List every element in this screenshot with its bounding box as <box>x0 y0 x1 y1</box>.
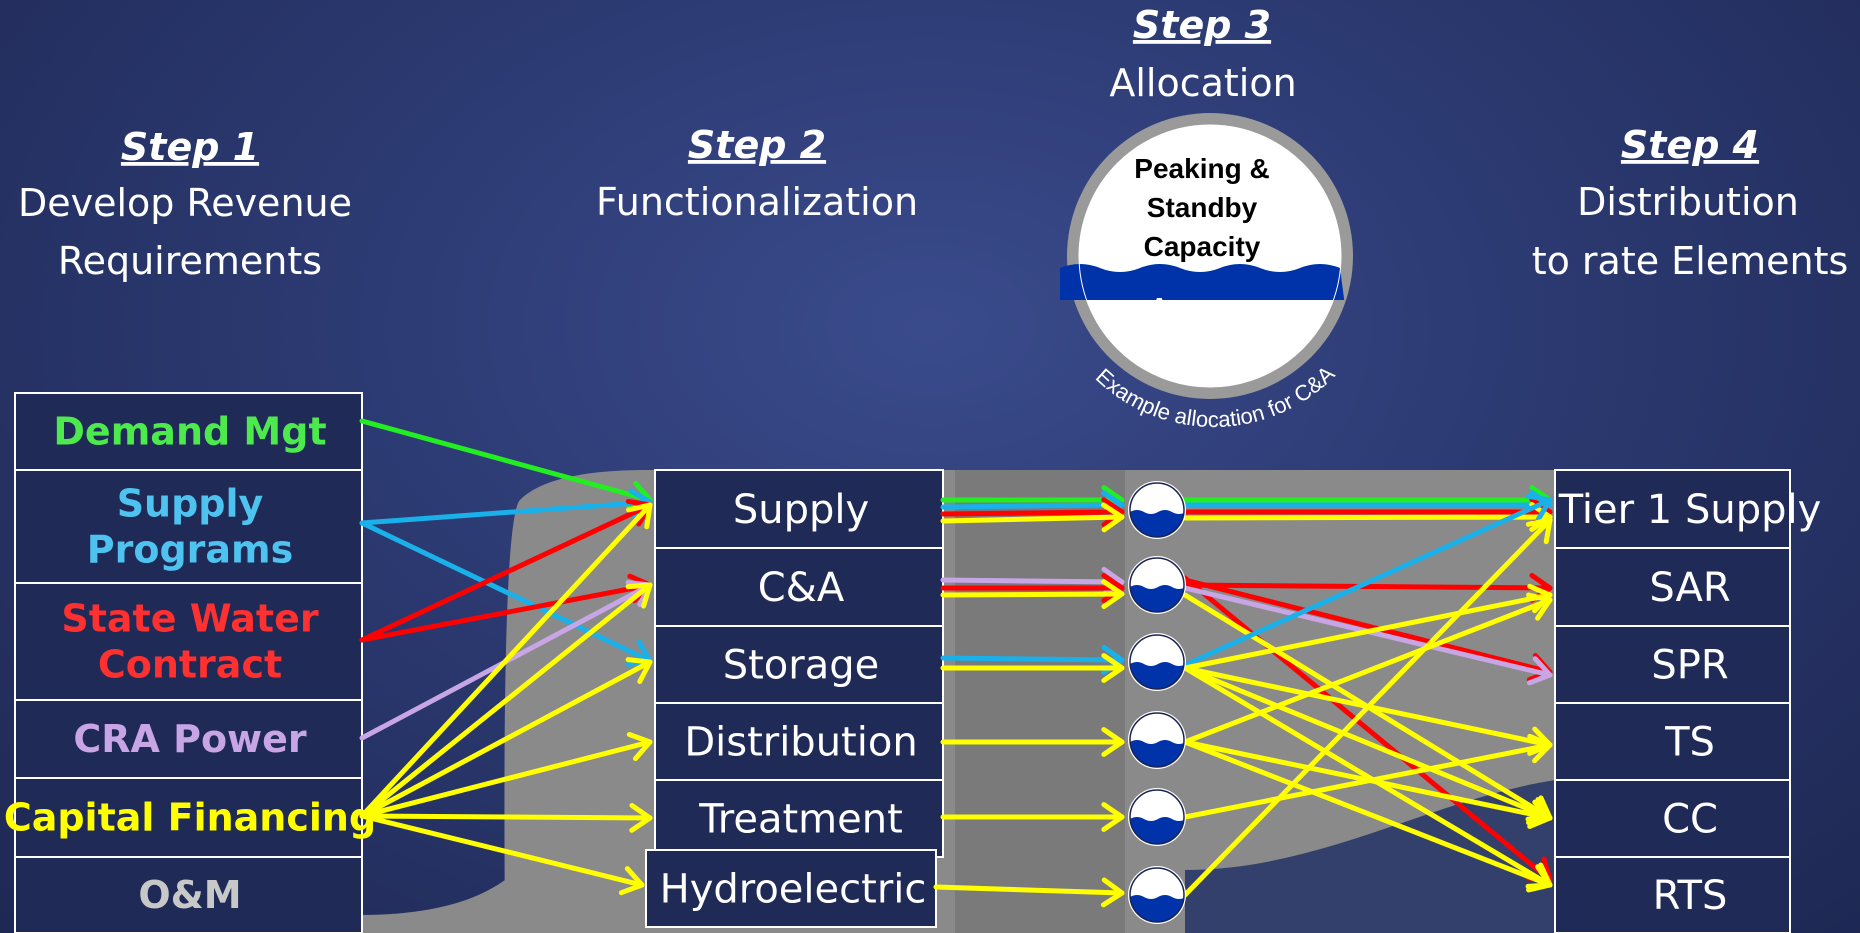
circle-upper-line-1: Peaking & <box>1134 153 1269 184</box>
arrow-alloc-treatment-to-ts <box>1182 733 1553 820</box>
arrow-alloc-hydro-to-tier1 <box>1182 517 1553 898</box>
revenue-box-demand-mgt: Demand Mgt <box>14 392 363 471</box>
flow-arrows <box>359 418 1553 908</box>
allocation-mini-circle <box>1128 633 1186 691</box>
arrow-alloc-distribution-to-sar <box>1182 592 1553 745</box>
rate-element-label: Tier 1 Supply <box>1558 487 1822 533</box>
step-4-title: Step 4 <box>1621 123 1759 167</box>
rate-element-box-ts: TS <box>1554 702 1791 781</box>
revenue-label: O&M <box>138 873 241 917</box>
rate-element-box-tier-1-supply: Tier 1 Supply <box>1554 469 1822 549</box>
arrow-storage-yellow-to-alloc <box>940 653 1125 683</box>
function-label: Distribution <box>684 720 917 766</box>
allocation-mini-circle <box>1128 481 1186 539</box>
rate-element-label: SPR <box>1651 643 1728 689</box>
function-box-c-a: C&A <box>654 547 944 627</box>
function-label: Storage <box>723 643 880 689</box>
allocation-mini-circle <box>1128 866 1186 924</box>
arrow-capital-financing-2 <box>359 657 653 819</box>
function-box-distribution: Distribution <box>654 702 944 781</box>
allocation-circle: Peaking & Standby Capacity Average Use E… <box>1060 113 1353 432</box>
arrow-capital-financing-5 <box>359 813 645 896</box>
circle-lower-line-1: Average <box>1149 292 1258 323</box>
arrow-capital-financing-0 <box>359 502 653 819</box>
rate-element-label: TS <box>1664 720 1715 766</box>
circle-lower-line-2: Use <box>1178 330 1229 361</box>
step-1-line-2: Requirements <box>58 239 322 283</box>
function-box-treatment: Treatment <box>654 779 944 858</box>
revenue-label: Programs <box>87 528 294 572</box>
arrow-capital-financing-4 <box>359 802 653 833</box>
step-3-line-1: Allocation <box>1109 61 1296 105</box>
function-box-hydroelectric: Hydroelectric <box>645 849 937 928</box>
function-box-supply: Supply <box>654 469 944 549</box>
allocation-mini-circle <box>1128 556 1186 614</box>
average-use-water <box>1060 264 1345 300</box>
arrow-alloc-to-tier1-yellow <box>1182 502 1553 532</box>
arrow-distribution-to-alloc <box>940 727 1125 757</box>
arrow-alloc-distribution-to-rts <box>1182 739 1553 893</box>
revenue-label: Contract <box>98 643 282 687</box>
allocation-icons <box>1128 481 1186 924</box>
step-4-heading: Step 4 Distribution to rate Elements <box>1532 123 1849 283</box>
revenue-label: Capital Financing <box>4 796 376 840</box>
circle-upper-line-3: Capacity <box>1144 231 1261 262</box>
arrow-capital-financing-3 <box>359 731 653 819</box>
step-1-heading: Step 1 Develop Revenue Requirements <box>18 125 352 283</box>
revenue-label: State Water <box>61 597 318 641</box>
allocation-mini-circle <box>1128 711 1186 769</box>
revenue-box-o-m: O&M <box>14 856 363 933</box>
function-box-storage: Storage <box>654 625 944 704</box>
step-2-heading: Step 2 Functionalization <box>596 123 918 224</box>
step-3-title: Step 3 <box>1133 3 1271 47</box>
revenue-box-cra-power: CRA Power <box>14 699 363 779</box>
rate-element-label: CC <box>1662 797 1718 843</box>
rate-element-box-sar: SAR <box>1554 547 1791 627</box>
function-label: Hydroelectric <box>660 867 927 913</box>
function-label: Treatment <box>698 797 903 843</box>
arrow-supply-red-to-alloc <box>940 497 1125 528</box>
step-4-line-1: Distribution <box>1577 180 1799 224</box>
revenue-box-capital-financing: Capital Financing <box>4 777 376 858</box>
arrow-treatment-to-alloc <box>940 802 1125 832</box>
rate-element-label: RTS <box>1653 873 1728 919</box>
rate-element-box-cc: CC <box>1554 779 1791 858</box>
revenue-label: CRA Power <box>73 717 307 761</box>
step-1-title: Step 1 <box>121 125 259 169</box>
step-1-line-1: Develop Revenue <box>18 181 352 225</box>
allocation-mini-circle <box>1128 788 1186 846</box>
arrow-capital-financing-1 <box>359 582 653 819</box>
arrow-ca-yellow-to-alloc <box>940 579 1125 610</box>
function-label: C&A <box>758 565 845 611</box>
arrow-supply-yellow-to-alloc <box>940 502 1125 533</box>
step-2-line-1: Functionalization <box>596 180 918 224</box>
revenue-label: Supply <box>117 482 264 526</box>
step-3-heading: Step 3 Allocation <box>1109 3 1296 105</box>
revenue-label: Demand Mgt <box>53 410 326 454</box>
step-2-title: Step 2 <box>688 123 826 167</box>
rate-element-label: SAR <box>1649 565 1730 611</box>
function-label: Supply <box>733 487 869 533</box>
arrow-hydro-to-alloc <box>933 877 1125 908</box>
rate-element-box-spr: SPR <box>1554 625 1791 704</box>
arrow-alloc-storage-to-tier1 <box>1182 493 1553 668</box>
step-4-line-2: to rate Elements <box>1532 239 1849 283</box>
rate-element-box-rts: RTS <box>1554 856 1791 933</box>
circle-upper-line-2: Standby <box>1147 192 1258 223</box>
